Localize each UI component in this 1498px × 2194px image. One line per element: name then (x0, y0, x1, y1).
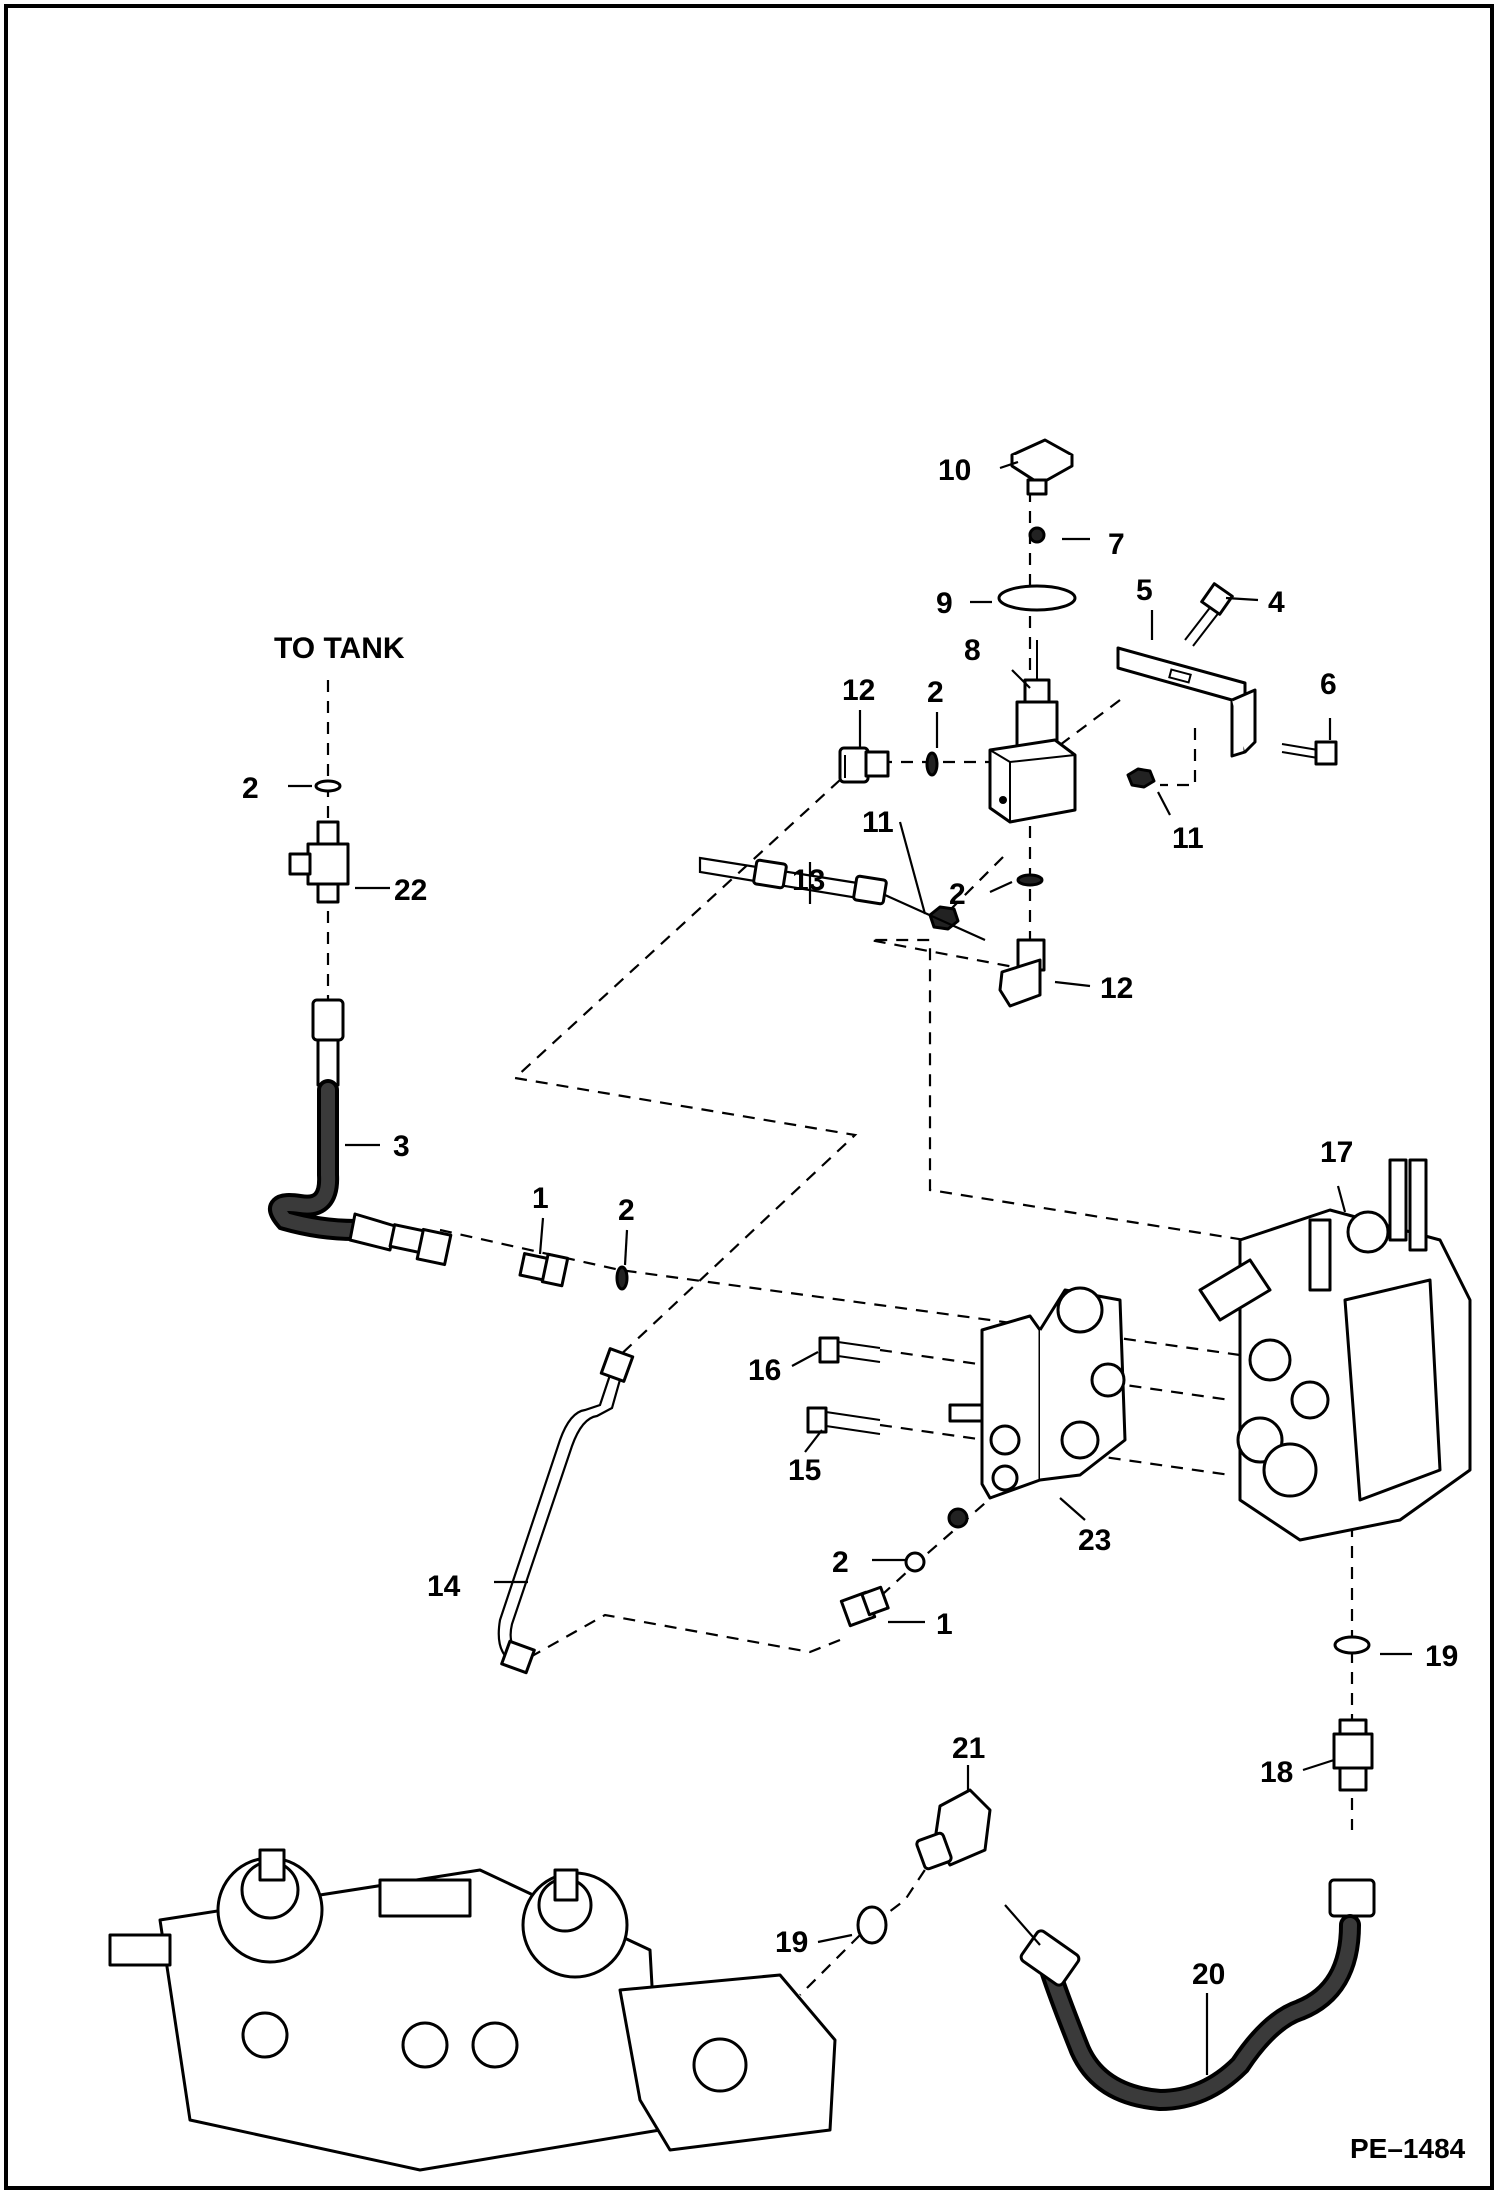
callout-9: 9 (936, 587, 953, 620)
callout-1-a: 1 (532, 1182, 549, 1215)
callout-14: 14 (427, 1570, 461, 1603)
callout-21: 21 (952, 1732, 985, 1765)
callout-7: 7 (1108, 528, 1125, 561)
nut-near-23 (947, 1507, 969, 1529)
part-12-elbow-fitting-lower (998, 938, 1046, 1008)
part-21-elbow-fitting (915, 1788, 992, 1871)
callout-12-upper: 12 (842, 674, 875, 707)
part-11-nut-b (1126, 767, 1156, 789)
part-14-tube (497, 1347, 635, 1675)
part-20-hose (1004, 1878, 1376, 2112)
part-3-hose (268, 998, 453, 1267)
part-2-o-ring-a (925, 751, 939, 777)
part-19-o-ring-a (1333, 1635, 1371, 1655)
callout-11-b: 11 (1172, 822, 1204, 855)
leader-lines (288, 460, 1412, 2075)
callout-23: 23 (1078, 1524, 1111, 1557)
part-2-o-ring-c (314, 779, 342, 793)
callout-3: 3 (393, 1130, 410, 1163)
part-13-tube (698, 856, 986, 942)
callout-13: 13 (792, 864, 825, 897)
part-17-control-valve (1198, 1158, 1472, 1542)
part-8-pressure-switch (1015, 640, 1059, 756)
callout-8: 8 (964, 634, 981, 667)
part-12-elbow-fitting-upper (838, 746, 890, 784)
part-22-tee-fitting (288, 820, 350, 904)
callout-2-d: 2 (618, 1194, 635, 1227)
assembly-lines (326, 490, 1354, 1996)
callout-5: 5 (1136, 574, 1153, 607)
callout-11-a: 11 (862, 806, 894, 839)
to-tank-label: TO TANK (274, 632, 405, 665)
part-2-o-ring-e (904, 1551, 926, 1573)
callout-22: 22 (394, 874, 427, 907)
part-9-disc (997, 584, 1077, 612)
callout-19-b: 19 (775, 1926, 808, 1959)
callout-17: 17 (1320, 1136, 1353, 1169)
callout-16: 16 (748, 1354, 781, 1387)
callout-4: 4 (1268, 586, 1285, 619)
part-10-breather-cap (1010, 438, 1074, 496)
part-5-bracket (1116, 646, 1257, 758)
callout-10: 10 (938, 454, 971, 487)
part-1-adapter-fitting-b (839, 1585, 890, 1628)
callout-18: 18 (1260, 1756, 1293, 1789)
page-border (4, 4, 1494, 2190)
part-18-adapter (1332, 1718, 1374, 1792)
part-16-bolt (818, 1336, 881, 1364)
callout-12-lower: 12 (1100, 972, 1133, 1005)
callout-6: 6 (1320, 668, 1337, 701)
callout-19-a: 19 (1425, 1640, 1458, 1673)
part-1-adapter-fitting-a (518, 1252, 570, 1288)
part-15-bolt (806, 1406, 881, 1435)
callout-15: 15 (788, 1454, 821, 1487)
callout-2-b: 2 (949, 878, 966, 911)
callout-2-e: 2 (832, 1546, 849, 1579)
callout-labels: 10 7 9 4 5 8 6 12 2 2 11 11 22 2 13 12 3… (242, 454, 1466, 2164)
callout-20: 20 (1192, 1958, 1225, 1991)
part-2-o-ring-b (1016, 873, 1044, 887)
part-7-o-ring (1028, 526, 1046, 544)
callout-1-b: 1 (936, 1608, 953, 1641)
callout-2-a: 2 (927, 676, 944, 709)
part-19-o-ring-b (856, 1905, 888, 1945)
callout-2-c: 2 (242, 772, 259, 805)
part-6-bolt (1281, 740, 1338, 766)
page-reference: PE–1484 (1350, 2133, 1466, 2164)
part-2-o-ring-d (615, 1265, 629, 1291)
part-23-valve-section (948, 1286, 1127, 1500)
valve-block (988, 738, 1077, 824)
part-4-bolt (1184, 582, 1234, 647)
pump-assembly (108, 1848, 837, 2172)
